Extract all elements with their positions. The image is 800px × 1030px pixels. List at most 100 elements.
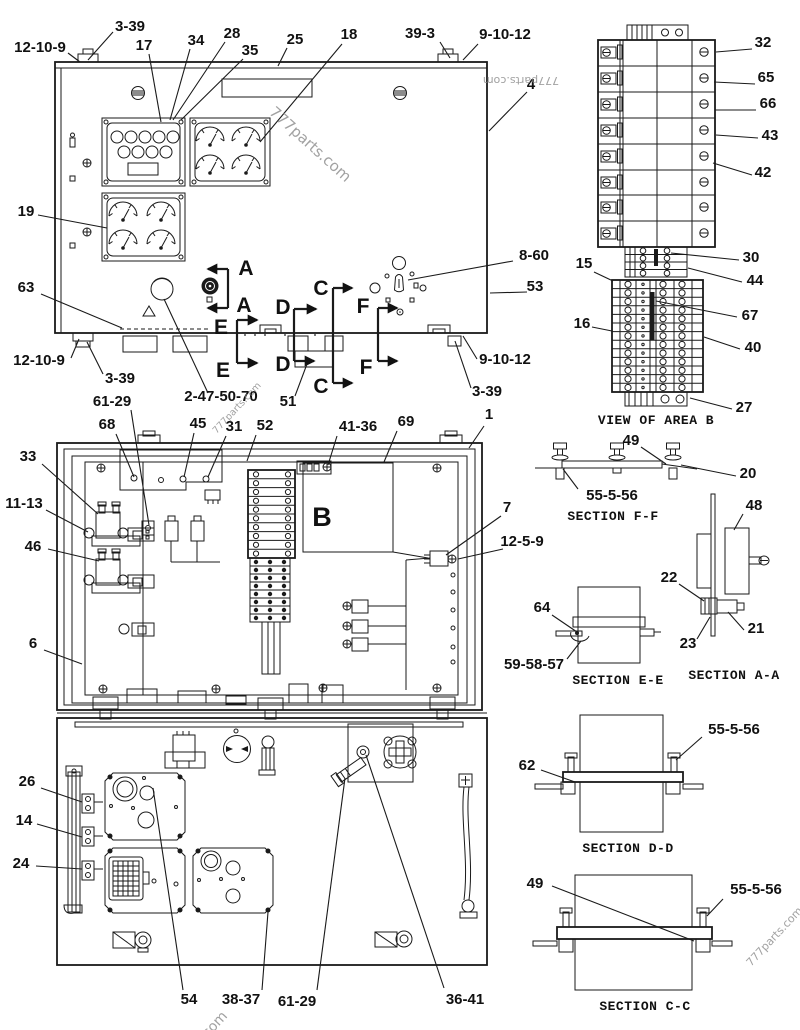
- terminal-clip: [118, 622, 155, 637]
- sub-panel-area-b: [302, 462, 394, 553]
- callout-61-29: 61-29: [93, 393, 131, 410]
- gauge-cluster-upper: [189, 117, 271, 187]
- watermark: 777parts.com: [744, 904, 800, 969]
- callout-46: 46: [25, 538, 42, 555]
- callout-41-36: 41-36: [339, 418, 377, 435]
- hinge-pillar: [258, 735, 276, 776]
- leader-line: [445, 515, 502, 556]
- lock-handle: [330, 756, 367, 788]
- caption-section-dd: SECTION D-D: [582, 841, 673, 856]
- leader-line: [566, 640, 582, 660]
- leader-line: [462, 43, 479, 61]
- rail-bolt: [551, 442, 569, 480]
- section-ff-view: [535, 442, 698, 480]
- leader-line: [172, 41, 226, 121]
- callout-8-60: 8-60: [519, 247, 549, 264]
- leader-line: [551, 885, 695, 942]
- callout-28: 28: [224, 25, 241, 42]
- connector-plate-3: [192, 847, 274, 914]
- callout-55-5-56: 55-5-56: [730, 881, 782, 898]
- leader-line: [489, 291, 528, 294]
- leader-line: [687, 267, 743, 283]
- relay-pair: [164, 515, 220, 563]
- callout-9-10-12: 9-10-12: [479, 351, 531, 368]
- callout-22: 22: [661, 569, 678, 586]
- view-letter-B: B: [312, 502, 332, 532]
- caption-section-aa: SECTION A-A: [688, 668, 779, 683]
- leader-line: [148, 53, 162, 123]
- leader-line: [468, 425, 485, 449]
- left-bracket-strip: [63, 765, 103, 914]
- callout-48: 48: [746, 497, 763, 514]
- leader-line: [593, 271, 614, 282]
- view-letter-E: E: [216, 359, 230, 382]
- leader-line: [462, 335, 478, 360]
- callout-12-5-9: 12-5-9: [500, 533, 543, 550]
- section-dd-view: [534, 714, 704, 833]
- callout-2-47-50-70: 2-47-50-70: [184, 388, 257, 405]
- callout-15: 15: [576, 255, 593, 272]
- hinge-clamps: [92, 696, 456, 720]
- watermark: 777parts.com: [153, 1008, 231, 1030]
- ignition-switch-cluster: [369, 256, 427, 316]
- door-rod: [458, 773, 478, 919]
- caption-section-ee: SECTION E-E: [572, 673, 663, 688]
- leader-line: [696, 616, 711, 640]
- rail-bolt: [608, 442, 626, 474]
- gauge-cluster-lower: [101, 192, 186, 262]
- solenoid-relay-upper: [83, 501, 155, 547]
- leader-line: [670, 252, 740, 261]
- callout-62: 62: [519, 757, 536, 774]
- callout-63: 63: [18, 279, 35, 296]
- leader-line: [43, 649, 83, 665]
- horn-button: [201, 277, 219, 303]
- callout-39-3: 39-3: [405, 25, 435, 42]
- leader-line: [715, 134, 759, 139]
- callout-61-29: 61-29: [278, 993, 316, 1010]
- leader-line: [706, 898, 724, 917]
- door-relay: [164, 731, 206, 769]
- callout-31: 31: [226, 418, 243, 435]
- mounting-plate: [84, 461, 459, 696]
- door-latch-left: [112, 931, 152, 953]
- inner-panel-view: [56, 430, 483, 720]
- leader-line: [180, 58, 244, 121]
- plug-connector-trio: [342, 557, 431, 690]
- connector-plate-1: [104, 772, 186, 841]
- leader-line: [715, 48, 753, 53]
- leader-line: [169, 48, 191, 121]
- toggle-switch-icons: [69, 132, 92, 249]
- rail-bolt: [664, 442, 682, 480]
- terminal-tail: [624, 391, 688, 407]
- callout-7: 7: [503, 499, 511, 516]
- front-panel-view: [54, 48, 488, 389]
- callout-4: 4: [527, 76, 536, 93]
- callout-33: 33: [20, 448, 37, 465]
- jumper-bar: [649, 292, 655, 340]
- section-ee-view: [555, 586, 661, 664]
- callout-9-10-12: 9-10-12: [479, 26, 531, 43]
- caption-section-ff: SECTION F-F: [567, 509, 658, 524]
- callout-23: 23: [680, 635, 697, 652]
- callout-21: 21: [748, 620, 765, 637]
- callout-67: 67: [742, 307, 759, 324]
- buzzer: [223, 728, 251, 763]
- upper-terminal-block: [624, 246, 688, 278]
- leader-line: [294, 363, 308, 397]
- callout-49: 49: [527, 875, 544, 892]
- leader-line: [40, 787, 83, 803]
- leader-line: [383, 430, 398, 463]
- callout-53: 53: [527, 278, 544, 295]
- leader-line: [678, 583, 705, 602]
- leader-line: [712, 162, 753, 176]
- leader-line: [67, 52, 81, 63]
- leader-line: [327, 435, 338, 466]
- callout-40: 40: [745, 339, 762, 356]
- panel-screw: [131, 86, 145, 100]
- leader-line: [316, 777, 346, 991]
- leader-line: [689, 397, 733, 410]
- leader-line: [277, 47, 288, 67]
- view-letter-D: D: [275, 296, 290, 319]
- callout-25: 25: [287, 31, 304, 48]
